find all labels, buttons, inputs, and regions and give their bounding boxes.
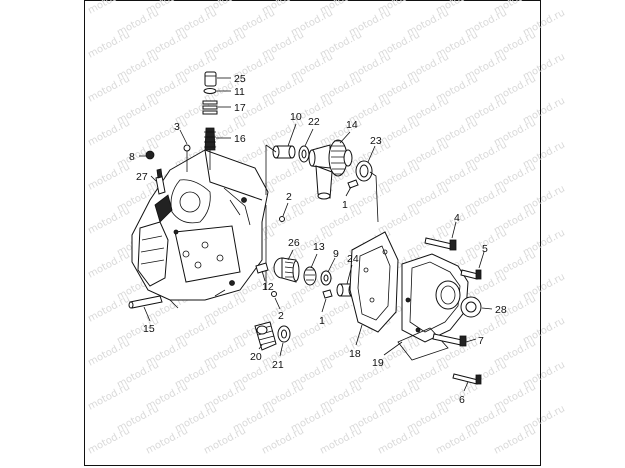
watermark-text: motod.ru (376, 425, 422, 456)
crankcase-housing (131, 149, 269, 309)
leader-lines (139, 77, 493, 392)
bearing-23 (355, 160, 379, 223)
callout-25: 25 (234, 73, 246, 85)
callout-23: 23 (370, 135, 382, 147)
callout-21: 21 (272, 359, 284, 371)
callout-6: 6 (459, 394, 465, 406)
screw-5 (460, 269, 482, 280)
watermark-text: motod.ru (86, 117, 132, 148)
callout-26: 26 (288, 237, 300, 249)
pin-1a (347, 179, 359, 189)
watermark-text: motod.ru (86, 161, 132, 192)
washer-21 (277, 325, 291, 343)
callout-28: 28 (495, 304, 507, 316)
callout-3: 3 (174, 121, 180, 133)
bushing-10 (265, 144, 296, 290)
callout-10: 10 (290, 111, 302, 123)
callout-1-lower: 1 (319, 315, 325, 327)
watermark-text: motod.ru (86, 337, 132, 368)
callout-22: 22 (308, 116, 320, 128)
watermark-text: motod.ru (86, 205, 132, 236)
washer-22 (298, 145, 310, 163)
watermark-text: motod.ru (260, 425, 306, 456)
pin-1b (322, 289, 333, 299)
callout-2-upper: 2 (286, 191, 292, 203)
callout-16: 16 (234, 133, 246, 145)
camshaft-gear-14 (308, 139, 353, 200)
relief-valve-stack (202, 71, 218, 170)
callout-1-upper: 1 (342, 199, 348, 211)
gasket-18 (349, 231, 399, 333)
callout-12: 12 (262, 281, 274, 293)
watermark-text: motod.ru (86, 73, 132, 104)
callout-20: 20 (250, 351, 262, 363)
dowel-2b (271, 291, 277, 297)
diagram-frame (84, 0, 541, 466)
screw-6 (452, 373, 482, 385)
gear-13 (303, 266, 317, 286)
washer-9 (320, 270, 332, 286)
callout-17: 17 (234, 102, 246, 114)
watermark-text: motod.ru (86, 29, 132, 60)
callout-14: 14 (346, 119, 358, 131)
callout-4: 4 (454, 212, 460, 224)
screw-7 (432, 333, 467, 347)
callout-5: 5 (482, 243, 488, 255)
pin-12 (255, 262, 269, 274)
watermark-text: motod.ru (318, 425, 364, 456)
watermark-text: motod.ru (144, 425, 190, 456)
gear-26 (273, 257, 300, 283)
watermark-text: motod.ru (86, 249, 132, 280)
callout-8: 8 (129, 151, 135, 163)
callout-7: 7 (478, 335, 484, 347)
callout-11: 11 (234, 86, 245, 98)
screw-4 (424, 237, 457, 251)
watermark-text: motod.ru (492, 425, 538, 456)
watermark-text: motod.ru (86, 425, 132, 456)
dowel-2a (279, 216, 285, 222)
callout-labels: 25 11 17 16 3 8 27 10 22 14 23 2 1 4 5 2… (129, 73, 507, 406)
callout-24: 24 (347, 253, 359, 265)
watermark-text: motod.ru (86, 381, 132, 412)
callout-18: 18 (349, 348, 361, 360)
callout-15: 15 (143, 323, 155, 335)
watermark-text: motod.ru (434, 425, 480, 456)
callout-27: 27 (136, 171, 148, 183)
callout-2-lower: 2 (278, 310, 284, 322)
oil-seal-28 (460, 296, 482, 318)
watermark-text: motod.ru (202, 425, 248, 456)
callout-9: 9 (333, 248, 339, 260)
watermark-text: motod.ru (86, 0, 132, 17)
callout-13: 13 (313, 241, 325, 253)
callout-19: 19 (372, 357, 384, 369)
dowel-pin (128, 295, 163, 309)
left-small-parts (145, 144, 191, 195)
gear-20 (254, 321, 277, 351)
watermark-text: motod.ru (86, 293, 132, 324)
